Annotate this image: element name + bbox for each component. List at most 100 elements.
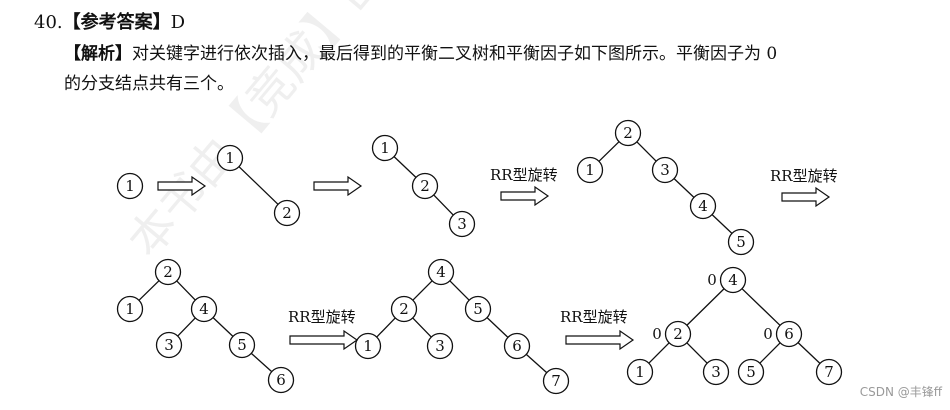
tree-node-t6-4: 4 [427,258,455,286]
node-key: 3 [711,363,721,381]
tree-edge-t5-5-6 [250,352,273,373]
node-circle [815,358,843,386]
arrow-5 [289,329,359,351]
node-circle [216,144,244,172]
node-circle [427,258,455,286]
arrow-6 [565,329,635,351]
analysis-label: 【解析】 [64,44,132,64]
tree-edge-t7-4-6 [741,288,781,326]
node-key: 1 [225,149,235,167]
node-circle [354,332,382,360]
arrow-4 [781,186,831,208]
tree-node-t7-4: 4 [719,266,747,294]
tree-node-t7-1: 1 [626,358,654,386]
tree-node-t5-1: 1 [116,295,144,323]
node-key: 5 [736,233,746,251]
arrow-2 [313,175,363,197]
tree-node-t3-3: 3 [448,210,476,238]
node-key: 6 [784,325,794,343]
tree-edge-t3-2-3 [433,194,454,216]
rotation-label-3: RR型旋转 [288,308,356,326]
node-circle [719,266,747,294]
node-circle [464,295,492,323]
tree-edge-t7-2-1 [648,342,670,364]
tree-edge-t5-2-1 [138,280,160,301]
tree-edge-t4-4-5 [711,214,733,234]
tree-node-t1-1: 1 [116,172,144,200]
node-circle [503,332,531,360]
node-key: 1 [380,139,390,157]
tree-edge-t7-6-5 [759,342,781,364]
node-key: 2 [163,263,173,281]
node-key: 2 [399,300,409,318]
tree-edge-t7-6-7 [797,342,821,364]
arrow-1 [157,175,207,197]
tree-edge-t4-2-3 [636,141,657,162]
tree-node-t7-5: 5 [737,358,765,386]
node-key: 1 [635,363,645,381]
tree-node-t4-2: 2 [614,119,642,147]
node-key: 4 [728,271,738,289]
node-key: 1 [125,177,135,195]
rotation-label-4: RR型旋转 [560,308,628,326]
node-circle [542,367,570,395]
node-key: 5 [746,363,756,381]
tree-edge-t6-2-3 [412,317,432,338]
node-circle [664,320,692,348]
answer-value: D [170,12,186,33]
tree-edges [138,141,821,374]
tree-node-t6-2: 2 [390,295,418,323]
tree-node-t6-1: 1 [354,332,382,360]
tree-node-t5-2: 2 [154,258,182,286]
node-circle [727,228,755,256]
question-number: 40. [34,12,63,33]
node-key: 6 [276,371,286,389]
node-key: 1 [125,300,135,318]
tree-node-t7-2: 2 [664,320,692,348]
node-key: 2 [623,124,633,142]
rotation-label-2: RR型旋转 [770,167,838,185]
node-key: 2 [673,325,683,343]
tree-edge-t6-4-5 [449,280,470,301]
rotation-label-1: RR型旋转 [490,166,558,184]
tree-node-t5-5: 5 [228,331,256,359]
node-circle [689,192,717,220]
node-key: 3 [457,215,467,233]
node-key: 2 [282,204,292,222]
tree-node-t7-7: 7 [815,358,843,386]
tree-node-t7-6: 6 [775,320,803,348]
node-circle [426,332,454,360]
tree-node-t2-1: 1 [216,144,244,172]
tree-edge-t3-1-2 [393,156,417,178]
node-circle [116,172,144,200]
node-key: 4 [199,300,209,318]
tree-node-t4-3: 3 [651,156,679,184]
tree-node-t4-1: 1 [576,156,604,184]
node-circle [273,199,301,227]
node-circle [154,258,182,286]
tree-node-t3-1: 1 [371,134,399,162]
node-circle [614,119,642,147]
node-key: 5 [237,336,247,354]
tree-edge-t5-4-5 [212,317,234,337]
analysis-line-2: 的分支结点共有三个。 [64,73,234,95]
node-key: 4 [698,197,708,215]
balance-factor-0: 0 [707,271,717,289]
node-circle [448,210,476,238]
node-key: 7 [824,363,834,381]
node-circle [190,295,218,323]
tree-edge-t7-2-3 [686,342,708,364]
node-circle [651,156,679,184]
node-circle [576,156,604,184]
balance-factor-2: 0 [763,325,773,343]
tree-edge-t6-4-2 [412,280,433,301]
node-circle [228,331,256,359]
tree-edge-t7-4-2 [686,288,725,326]
tree-node-t6-6: 6 [503,332,531,360]
tree-node-t5-4: 4 [190,295,218,323]
tree-edge-t6-6-7 [525,353,548,374]
node-key: 2 [420,177,430,195]
node-key: 1 [363,337,373,355]
